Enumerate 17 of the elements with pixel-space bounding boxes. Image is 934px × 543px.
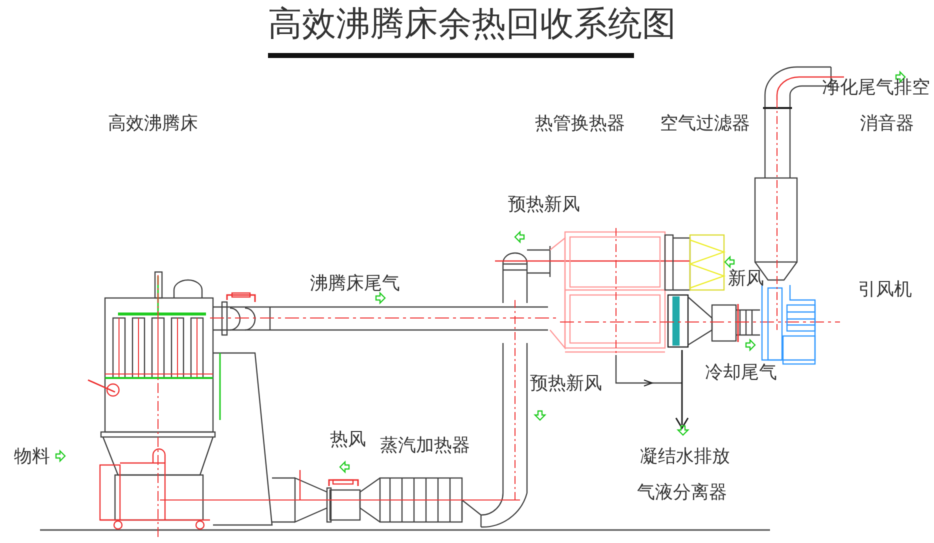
part-label: 新风 xyxy=(728,270,764,288)
part-label: 高效沸腾床 xyxy=(108,115,198,133)
part-label: 净化尾气排空 xyxy=(822,79,930,97)
part-label: 物料 xyxy=(14,448,50,466)
part-label: 热管换热器 xyxy=(535,115,625,133)
part-label: 气液分离器 xyxy=(637,484,727,502)
part-label: 热风 xyxy=(330,431,366,449)
part-label: 消音器 xyxy=(860,115,914,133)
part-label: 空气过滤器 xyxy=(660,115,750,133)
part-label: 预热新风 xyxy=(508,196,580,214)
part-label: 冷却尾气 xyxy=(705,364,777,382)
part-label: 引风机 xyxy=(858,281,912,299)
part-label: 预热新风 xyxy=(530,375,602,393)
part-label: 凝结水排放 xyxy=(640,448,730,466)
part-label: 蒸汽加热器 xyxy=(380,437,470,455)
diagram-title: 高效沸腾床余热回收系统图 xyxy=(268,6,676,44)
part-label: 沸腾床尾气 xyxy=(310,275,400,293)
